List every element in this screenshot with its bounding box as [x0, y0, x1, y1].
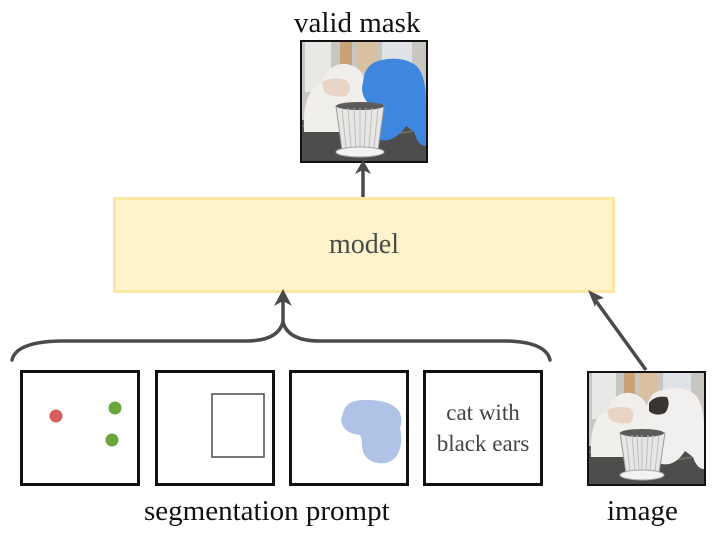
valid-mask-label: valid mask [294, 7, 421, 39]
positive-point [105, 433, 119, 447]
segmentation-prompt-label: segmentation prompt [144, 495, 390, 527]
valid-mask-image [300, 40, 428, 163]
arrow-model-to-output [355, 160, 371, 197]
prompt-text-line-2: black ears [436, 431, 530, 456]
cat-photo-icon [589, 373, 704, 484]
prompt-text: cat with black ears [423, 370, 543, 486]
prompt-box [155, 370, 275, 486]
positive-point [108, 401, 122, 415]
bounding-box-icon [211, 393, 265, 458]
model-label: model [329, 229, 399, 260]
negative-point [49, 409, 63, 423]
input-image [587, 371, 706, 486]
mask-blob-icon [341, 399, 402, 464]
prompt-mask [289, 370, 409, 486]
prompt-brace [10, 289, 552, 362]
cat-photo-with-blue-mask-icon [302, 42, 426, 161]
model-box: model [113, 197, 615, 293]
arrow-image-to-model [588, 290, 648, 372]
prompt-points [20, 370, 140, 486]
image-label: image [607, 495, 678, 527]
prompt-text-line-1: cat with [446, 400, 520, 425]
points-icon [49, 401, 122, 447]
arrow-prompt-to-model [274, 289, 292, 306]
